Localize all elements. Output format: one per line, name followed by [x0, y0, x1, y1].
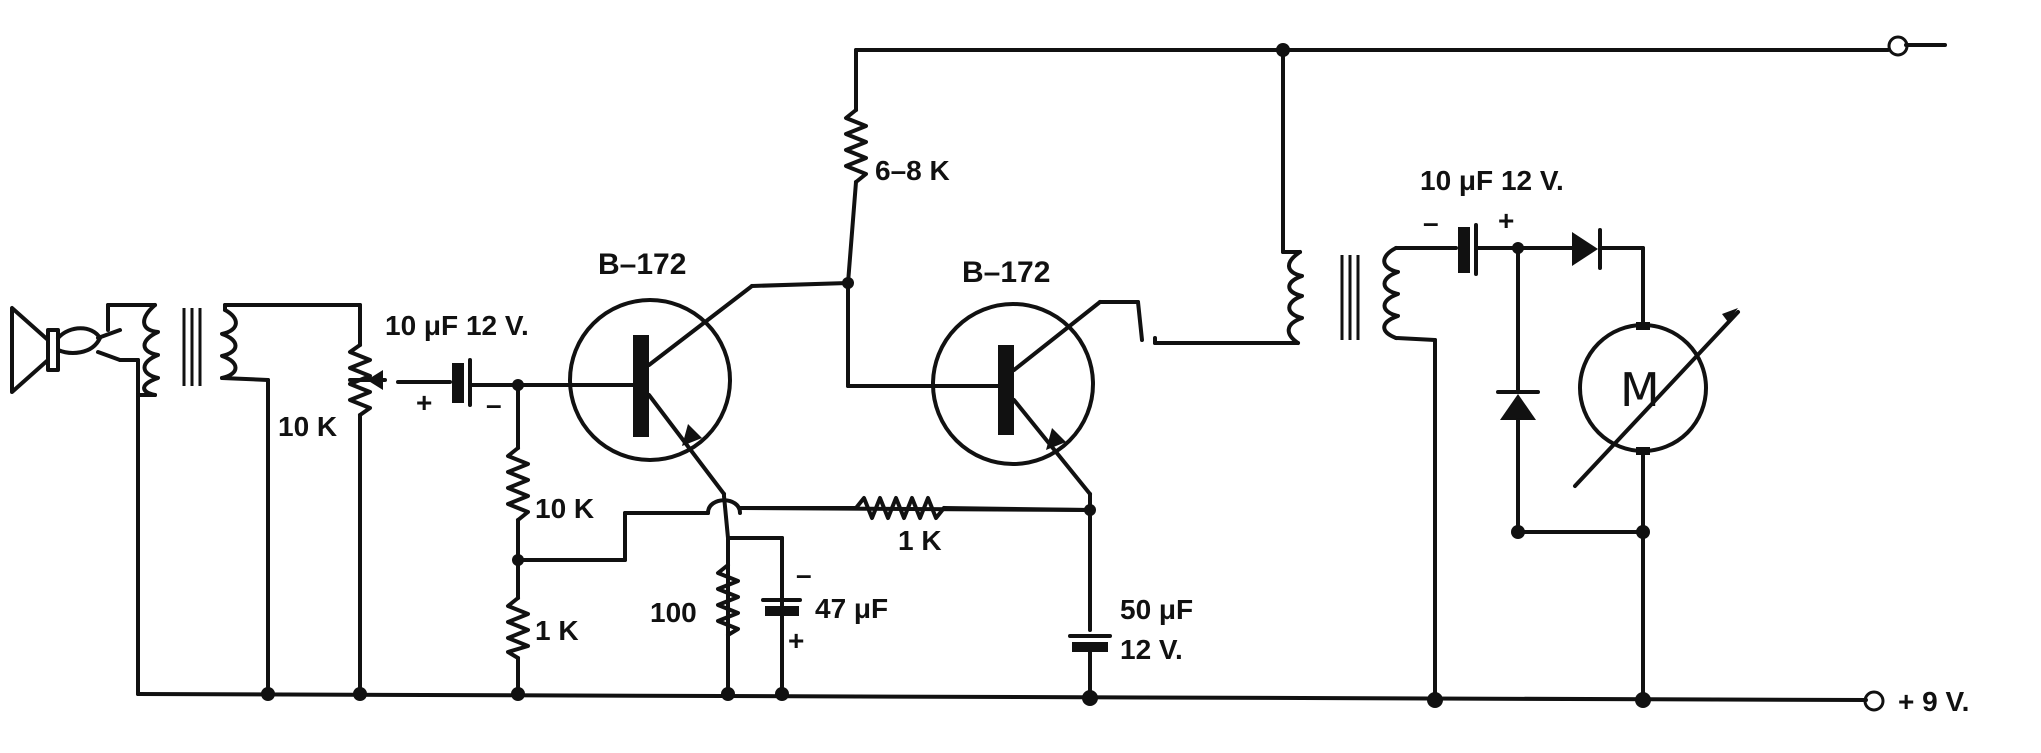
negative-terminal: [1887, 35, 1909, 57]
output-transformer: [1281, 48, 1452, 702]
label-1k-bias: 1 K: [535, 615, 579, 646]
input-transformer: [106, 303, 362, 696]
diode-series: [1568, 228, 1645, 327]
negative-rail: [854, 43, 1947, 52]
label-c-in-minus: –: [486, 389, 502, 420]
wire-q1-collector: [750, 281, 850, 288]
capacitor-50uf: [1068, 634, 1112, 700]
label-c50-line2: 12 V.: [1120, 634, 1183, 665]
speaker-icon: [10, 306, 122, 394]
transistor-q2: [931, 300, 1102, 496]
label-c47-minus: –: [796, 559, 812, 590]
label-c-out-minus: –: [1423, 207, 1439, 238]
label-c-out: 10 μF 12 V.: [1420, 165, 1564, 196]
label-6-8k: 6–8 K: [875, 155, 950, 186]
label-q1: B–172: [598, 248, 686, 281]
bias-network: [506, 383, 698, 696]
wire-q2-base: [846, 281, 1008, 388]
label-q2: B–172: [962, 256, 1050, 289]
label-1k-feedback: 1 K: [898, 525, 942, 556]
transistor-q1: [566, 284, 754, 496]
junction-dots: [261, 43, 1651, 708]
resistor-100: [716, 563, 740, 637]
label-c47-plus: +: [788, 625, 804, 656]
label-c47: 47 μF: [815, 593, 888, 624]
label-c50-line1: 50 μF: [1120, 594, 1193, 625]
resistor-1k-feedback: [738, 496, 1092, 520]
label-terminal-pos: + 9 V.: [1898, 686, 1969, 717]
label-c-in-plus: +: [416, 387, 432, 418]
capacitor-47uf: [761, 536, 802, 696]
resistor-10k-pot: [348, 303, 387, 696]
label-100: 100: [650, 597, 697, 628]
label-c-in: 10 μF 12 V.: [385, 310, 529, 341]
positive-rail: [136, 692, 1868, 702]
label-10k-bias: 10 K: [535, 493, 594, 524]
positive-terminal: [1863, 690, 1885, 712]
label-motor: M: [1620, 363, 1660, 417]
wire-q2-collector: [1098, 300, 1300, 345]
diode-shunt: [1496, 246, 1645, 534]
label-c-out-plus: +: [1498, 205, 1514, 236]
label-10k-pot: 10 K: [278, 411, 337, 442]
wire-q1-emitter: [694, 492, 1092, 696]
resistor-6-8k: [844, 48, 868, 285]
motor-icon: [1573, 308, 1740, 702]
